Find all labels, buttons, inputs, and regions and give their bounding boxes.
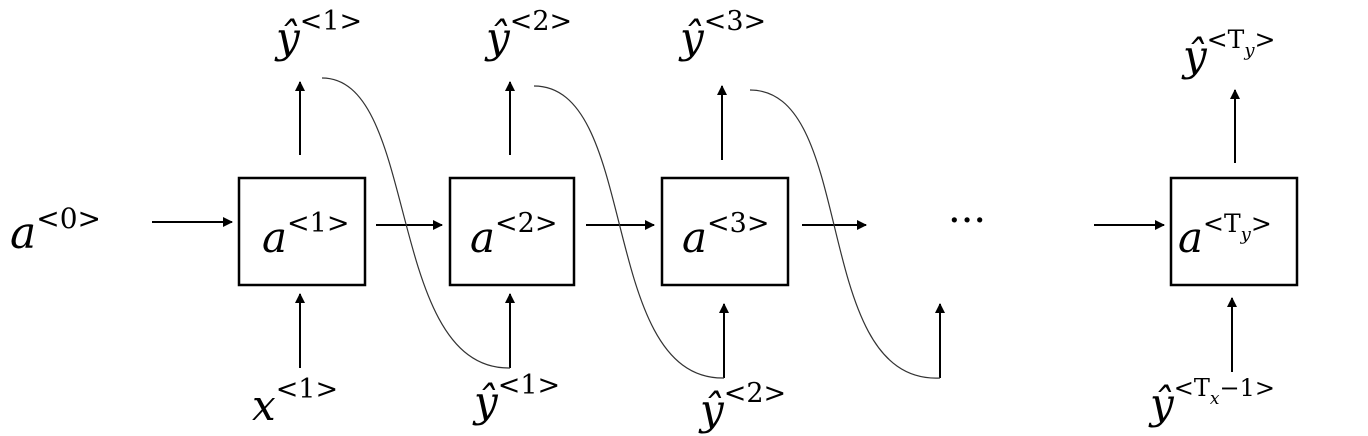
rnn-cell-1 xyxy=(237,176,367,287)
input-label-3: ŷ<2> xyxy=(698,378,786,434)
input-label-2: ŷ<1> xyxy=(472,370,560,426)
rnn-cell-2 xyxy=(448,176,576,287)
feedback-curve-2 xyxy=(533,85,725,379)
cell-1-label: a<1> xyxy=(262,208,349,262)
cell-ty-label: a<Ty> xyxy=(1178,209,1272,262)
cell-2-label: a<2> xyxy=(470,208,557,262)
rnn-cell-ty xyxy=(1169,176,1299,287)
cell-3-label: a<3> xyxy=(682,208,769,262)
output-label-3: ŷ<3> xyxy=(678,6,766,62)
feedback-curve-3 xyxy=(749,89,941,379)
input-label-1: x<1> xyxy=(252,374,338,430)
output-label-1: ŷ<1> xyxy=(274,6,362,62)
input-label-ty: ŷ<Tx−1> xyxy=(1148,374,1275,428)
initial-state-label: a<0> xyxy=(10,202,101,259)
ellipsis: ··· xyxy=(948,198,986,244)
rnn-cell-3 xyxy=(660,176,790,287)
output-label-ty: ŷ<Ty> xyxy=(1181,25,1275,80)
output-label-2: ŷ<2> xyxy=(484,6,572,62)
feedback-curve-1 xyxy=(321,77,511,369)
